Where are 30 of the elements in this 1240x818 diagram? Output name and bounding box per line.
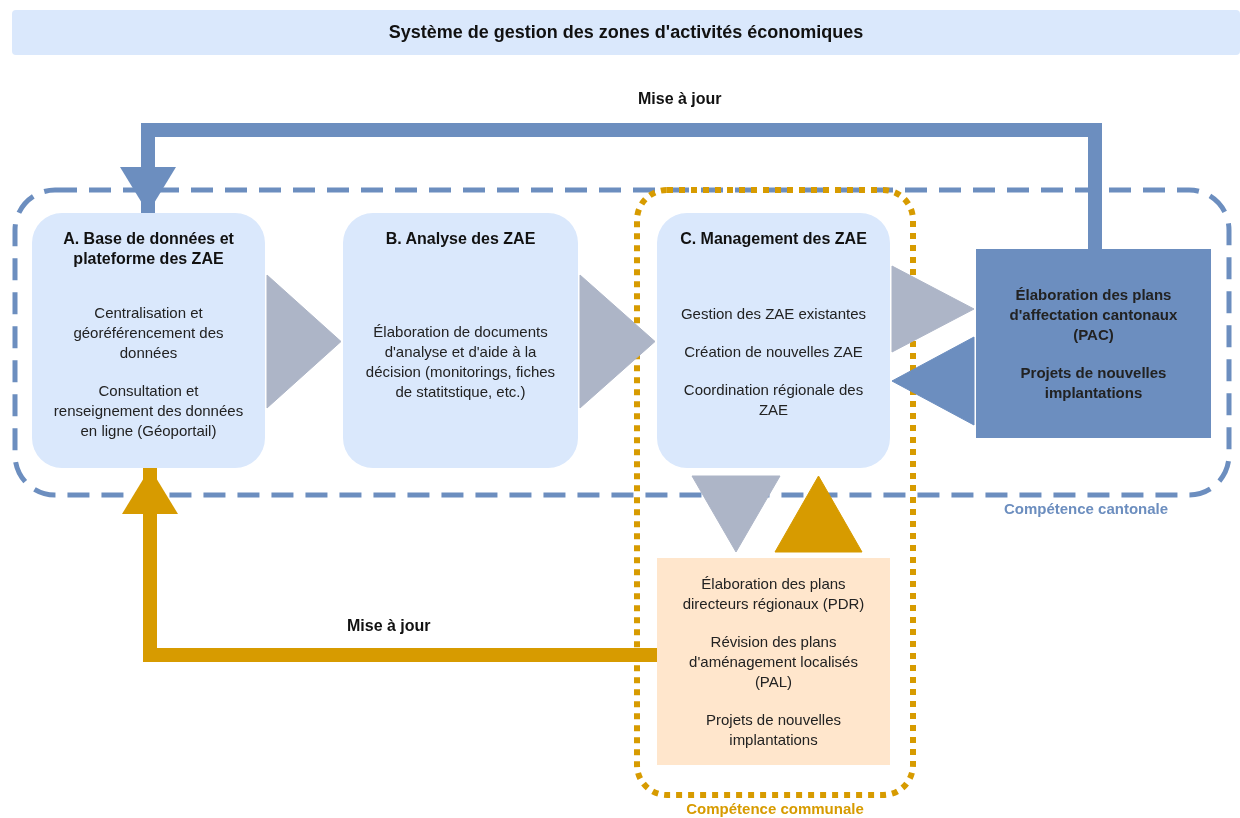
chevron-arrow xyxy=(891,336,975,426)
box-text: Élaboration des plans d'affectation cantonaux (PAC) xyxy=(1008,284,1179,345)
process-box xyxy=(657,213,890,468)
process-box xyxy=(32,213,265,468)
box-text: Projets de nouvelles implantations xyxy=(704,709,843,750)
box-text: Consultation et renseignement des données en ligne (Géoportail) xyxy=(52,380,245,441)
chevron-arrow xyxy=(891,265,975,353)
box-heading: C. Management des ZAE xyxy=(680,229,867,249)
chevron-arrow xyxy=(774,475,863,553)
chevron-arrow xyxy=(579,274,656,409)
box-text: Révision des plans d'aménagement localisés (PAL) xyxy=(688,631,859,692)
chevron-arrow xyxy=(266,274,342,409)
process-box xyxy=(657,558,890,765)
title-banner: Système de gestion des zones d'activités économiques xyxy=(12,10,1240,55)
box-text: Projets de nouvelles implantations xyxy=(1019,362,1168,403)
box-heading: B. Analyse des ZAE xyxy=(385,229,536,249)
box-text: Centralisation et géoréférencement des données xyxy=(72,302,225,363)
box-text: Élaboration des plans directeurs régionaux (PDR) xyxy=(681,573,866,614)
arrow xyxy=(122,468,657,662)
box-heading: A. Base de données et plateforme des ZAE xyxy=(62,229,235,269)
process-box xyxy=(343,213,578,468)
group-label: Compétence cantonale xyxy=(1002,500,1170,518)
chevron-arrow xyxy=(691,475,781,553)
group-label: Compétence communale xyxy=(685,800,865,818)
box-text: Coordination régionale des ZAE xyxy=(682,379,865,420)
box-text: Gestion des ZAE existantes xyxy=(680,303,867,324)
box-text: Création de nouvelles ZAE xyxy=(684,341,863,362)
box-text: Élaboration de documents d'analyse et d'aide à la décision (monitorings, fiches de statitstique, etc.) xyxy=(364,321,557,402)
process-box xyxy=(976,249,1211,438)
arrow xyxy=(120,123,1102,249)
